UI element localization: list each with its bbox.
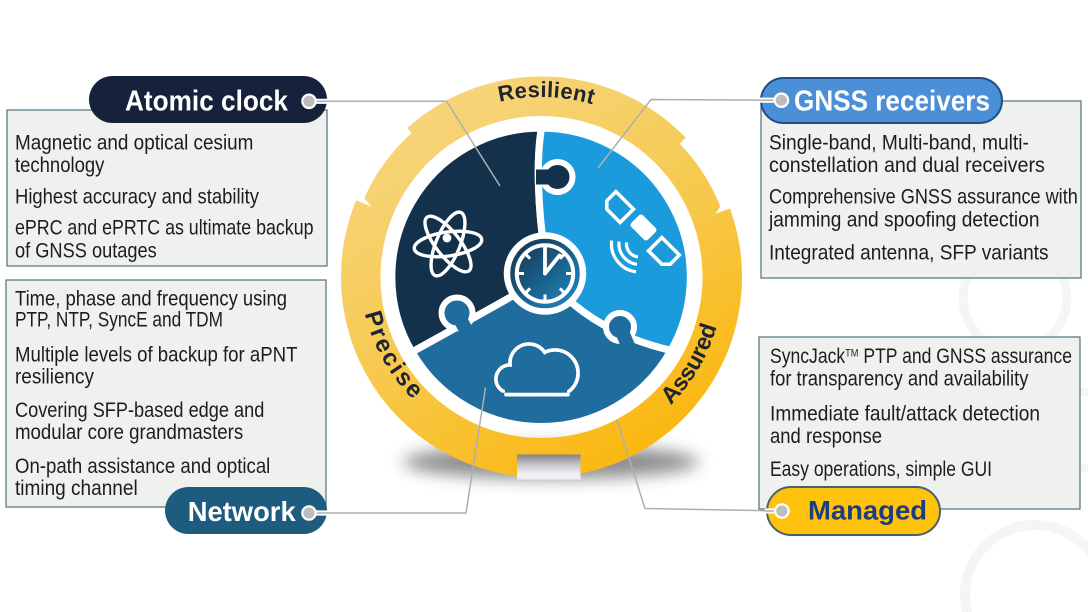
svg-text:GNSS receivers: GNSS receivers bbox=[794, 86, 990, 118]
svg-text:Multiple levels of backup for: Multiple levels of backup for aPNT bbox=[15, 343, 298, 366]
svg-text:Atomic clock: Atomic clock bbox=[125, 86, 289, 118]
svg-text:SyncJackTM PTP and GNSS assura: SyncJackTM PTP and GNSS assurance bbox=[770, 345, 1072, 368]
svg-text:constellation and dual receive: constellation and dual receivers bbox=[769, 154, 1045, 177]
svg-text:PTP, NTP, SyncE and TDM: PTP, NTP, SyncE and TDM bbox=[15, 309, 223, 332]
svg-text:Time, phase and frequency usin: Time, phase and frequency using bbox=[15, 288, 287, 311]
svg-text:technology: technology bbox=[15, 154, 105, 177]
svg-text:timing channel: timing channel bbox=[15, 477, 138, 500]
svg-text:Highest accuracy and stability: Highest accuracy and stability bbox=[15, 186, 259, 209]
svg-text:Immediate fault/attack detecti: Immediate fault/attack detection bbox=[770, 403, 1040, 426]
svg-text:modular core grandmasters: modular core grandmasters bbox=[15, 421, 243, 444]
svg-text:of GNSS outages: of GNSS outages bbox=[15, 240, 157, 263]
svg-text:Comprehensive GNSS assurance w: Comprehensive GNSS assurance with bbox=[769, 186, 1078, 209]
svg-text:ePRC and ePRTC as ultimate bac: ePRC and ePRTC as ultimate backup bbox=[15, 217, 314, 240]
svg-text:and response: and response bbox=[770, 425, 882, 448]
svg-text:On-path assistance and optical: On-path assistance and optical bbox=[15, 455, 270, 478]
svg-text:resiliency: resiliency bbox=[15, 365, 94, 388]
svg-text:Easy operations, simple GUI: Easy operations, simple GUI bbox=[770, 458, 992, 481]
svg-text:Single-band, Multi-band, multi: Single-band, Multi-band, multi- bbox=[769, 131, 1029, 154]
svg-text:Network: Network bbox=[188, 496, 296, 527]
svg-text:Managed: Managed bbox=[808, 496, 927, 526]
svg-text:Covering SFP-based edge and: Covering SFP-based edge and bbox=[15, 399, 264, 422]
svg-text:for transparency and availabil: for transparency and availability bbox=[770, 367, 1029, 390]
svg-text:Magnetic and optical cesium: Magnetic and optical cesium bbox=[15, 131, 253, 154]
svg-text:jamming and spoofing detection: jamming and spoofing detection bbox=[768, 209, 1039, 232]
svg-text:Integrated antenna, SFP varian: Integrated antenna, SFP variants bbox=[769, 242, 1049, 265]
